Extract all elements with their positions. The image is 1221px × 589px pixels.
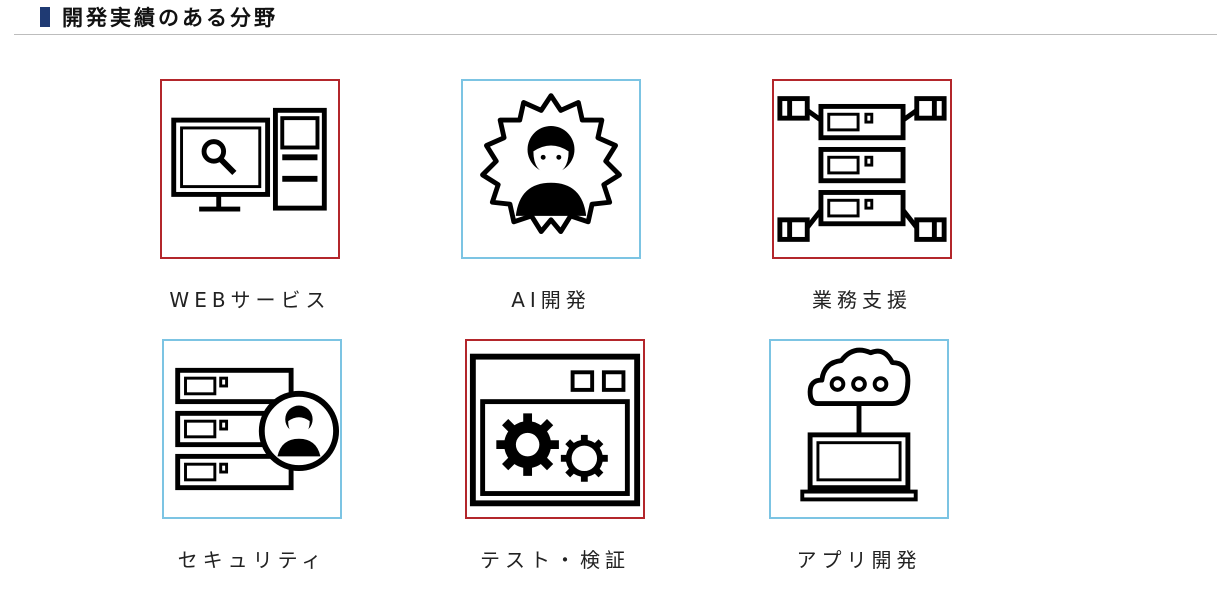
header-accent-bar (40, 7, 50, 27)
ai-person-gear-icon (480, 93, 622, 235)
server-network-icon (777, 96, 947, 242)
section-title: 開発実績のある分野 (62, 6, 278, 30)
cloud-laptop-icon (800, 347, 918, 502)
field-tile-app[interactable] (769, 339, 949, 519)
field-label-ai: AI開発 (511, 288, 591, 312)
field-tile-web[interactable] (160, 79, 340, 259)
section-header: 開発実績のある分野 (40, 4, 278, 30)
web-computer-icon (171, 107, 327, 212)
field-label-app: アプリ開発 (796, 548, 922, 572)
field-label-security: セキュリティ (177, 548, 327, 572)
window-gears-icon (469, 353, 641, 507)
server-security-icon (175, 367, 340, 491)
field-tile-business[interactable] (772, 79, 952, 259)
header-divider (14, 34, 1217, 35)
field-label-testing: テスト・検証 (480, 548, 630, 572)
field-tile-testing[interactable] (465, 339, 645, 519)
field-label-web: WEBサービス (169, 288, 331, 312)
field-label-business: 業務支援 (812, 288, 912, 312)
field-tile-security[interactable] (162, 339, 342, 519)
field-tile-ai[interactable] (461, 79, 641, 259)
